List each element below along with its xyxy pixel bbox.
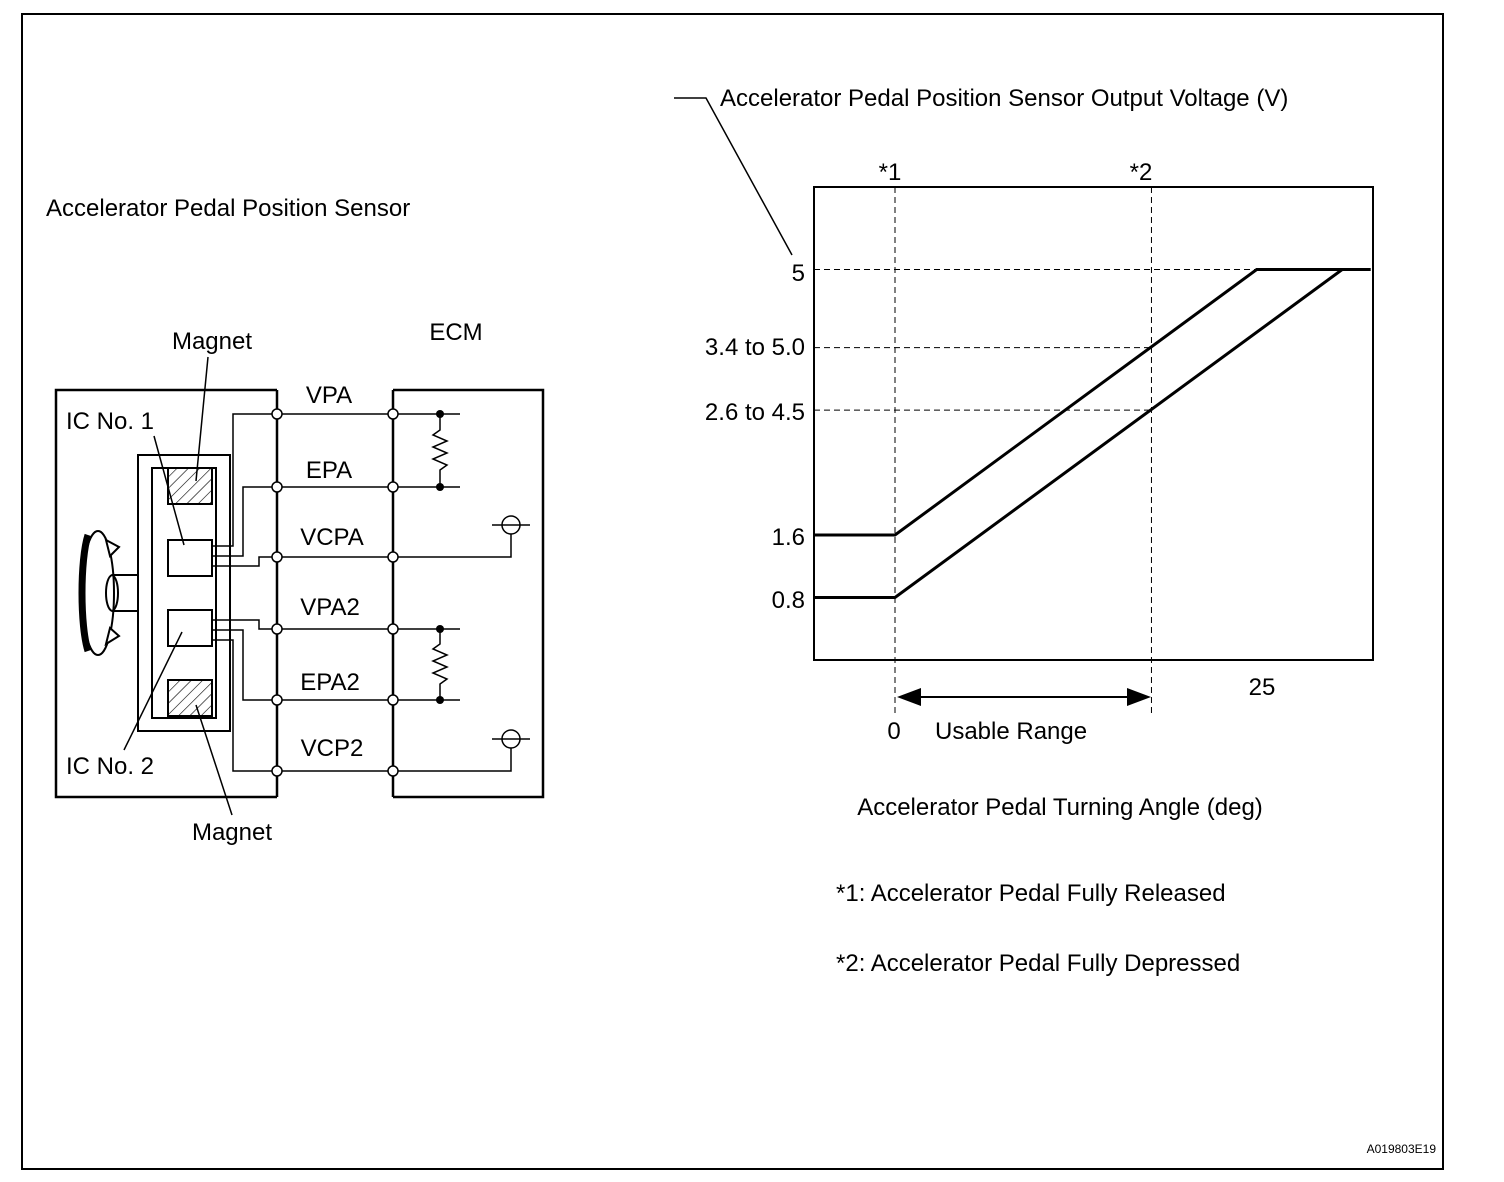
- rotation-arrow-icon: [78, 530, 121, 656]
- ic2-leader: [123, 631, 183, 751]
- terminal-label-epa: EPA: [306, 457, 352, 484]
- wiring: [212, 413, 512, 772]
- x-axis-title: Accelerator Pedal Turning Angle (deg): [857, 794, 1263, 821]
- y-tick-label-0-8: 0.8: [772, 587, 805, 614]
- ecm-box: [393, 388, 545, 799]
- shaft: [112, 574, 138, 612]
- usable-range-arrow: [897, 688, 1151, 706]
- series-line-vpa2: [813, 268, 1371, 599]
- terminal-circles: [271, 408, 399, 777]
- marker-1-label: *1: [879, 159, 902, 186]
- x-tick-label-0: 0: [887, 718, 900, 745]
- ic-1: [167, 539, 213, 577]
- sensor-title: Accelerator Pedal Position Sensor: [46, 195, 410, 222]
- y-tick-label-1-6: 1.6: [772, 524, 805, 551]
- ecm-label: ECM: [429, 319, 482, 346]
- shaft-end: [105, 573, 119, 613]
- ic-2: [167, 609, 213, 647]
- sensor-box: [54, 388, 277, 799]
- y-tick-label-5: 5: [792, 260, 805, 287]
- output-graph: Accelerator Pedal Position Sensor Output…: [674, 85, 1374, 977]
- figure-code: A019803E19: [1367, 1142, 1437, 1156]
- series-layer: [813, 268, 1371, 599]
- ic1-leader: [153, 435, 185, 546]
- magnet-bottom-label: Magnet: [192, 819, 272, 846]
- magnet-top-leader: [195, 356, 209, 482]
- graph-title: Accelerator Pedal Position Sensor Output…: [720, 85, 1288, 112]
- terminal-label-epa2: EPA2: [300, 669, 360, 696]
- graph-title-leader: [674, 97, 793, 256]
- junction-dots: [436, 410, 444, 704]
- plot-area: [813, 186, 1374, 661]
- marker-2-label: *2: [1130, 159, 1153, 186]
- terminal-label-vcpa: VCPA: [300, 524, 364, 551]
- y-tick-label-2-6-to-4-5: 2.6 to 4.5: [705, 399, 805, 426]
- ic1-label: IC No. 1: [66, 408, 154, 435]
- sensor-housing-outer: [137, 454, 231, 732]
- y-tick-label-3-4-to-5-0: 3.4 to 5.0: [705, 334, 805, 361]
- terminal-label-vcp2: VCP2: [301, 735, 364, 762]
- note-1: *1: Accelerator Pedal Fully Released: [836, 880, 1226, 907]
- x-tick-label-25: 25: [1249, 674, 1276, 701]
- ic2-label: IC No. 2: [66, 753, 154, 780]
- note-2: *2: Accelerator Pedal Fully Depressed: [836, 950, 1240, 977]
- magnet-bottom: [167, 679, 213, 717]
- supply-symbol-icon: [492, 515, 530, 749]
- circuit-diagram: Accelerator Pedal Position Sensor ECM: [46, 195, 545, 846]
- terminal-label-vpa: VPA: [306, 382, 352, 409]
- outer-frame: [21, 13, 1444, 1170]
- terminal-label-vpa2: VPA2: [300, 594, 360, 621]
- series-line-vpa: [813, 268, 1345, 537]
- usable-range-label: Usable Range: [935, 718, 1087, 745]
- magnet-top-label: Magnet: [172, 328, 252, 355]
- magnet-top: [167, 467, 213, 505]
- magnet-bottom-leader: [195, 704, 233, 816]
